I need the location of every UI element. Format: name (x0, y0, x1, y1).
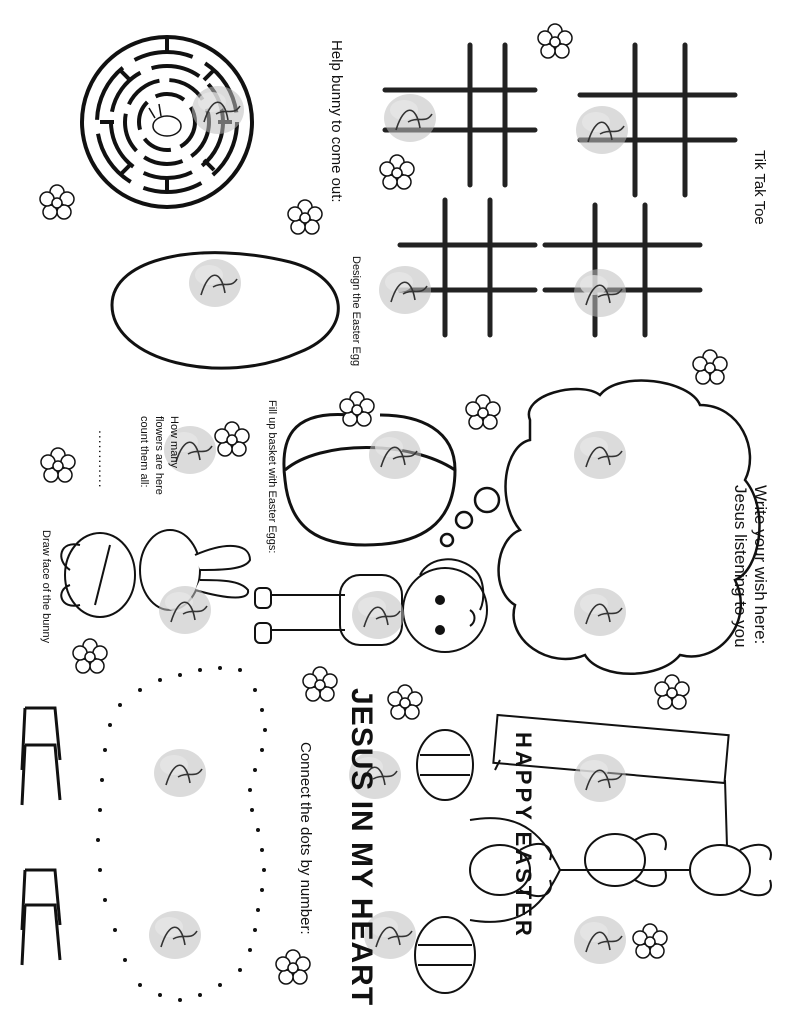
tic-tac-toe-label: Tik Tak Toe (751, 150, 768, 225)
easter-egg-outline[interactable] (110, 251, 340, 370)
maze-label: Help bunny to come out: (328, 40, 345, 203)
count-flowers-line3: count them all: (138, 416, 150, 488)
count-flowers-line2: flowers are here (153, 416, 165, 495)
basket-label: Fill up basket with Easter Eggs: (266, 400, 278, 554)
banner-text: HAPPY EASTER (511, 732, 536, 939)
easter-egg-label: Design the Easter Egg (350, 256, 362, 367)
egg-icon (414, 729, 476, 994)
wish-label-line2: Jesus listening to you (731, 485, 750, 648)
thought-cloud[interactable] (439, 379, 761, 675)
bunnies-group-icon (469, 817, 772, 923)
bunny-face-label: Draw face of the bunny (40, 530, 52, 644)
dot-to-dot-sheep[interactable] (96, 666, 267, 1002)
tic-tac-toe-grids[interactable] (382, 42, 738, 338)
bunny-icon (60, 529, 252, 618)
basket-icon[interactable] (282, 412, 457, 547)
page-title: JESUS IN MY HEART (345, 688, 378, 1007)
count-flowers-answer-blank[interactable]: ............ (96, 430, 112, 489)
maze-bunny-icon (148, 103, 182, 137)
sheep-legs (20, 706, 62, 966)
basket-bow-flower (339, 391, 375, 427)
connect-dots-label: Connect the dots by number: (297, 742, 314, 935)
banner (492, 713, 730, 881)
count-flowers-line1: How many (168, 416, 180, 468)
wish-label-line1: Write your wish here: (751, 485, 770, 645)
